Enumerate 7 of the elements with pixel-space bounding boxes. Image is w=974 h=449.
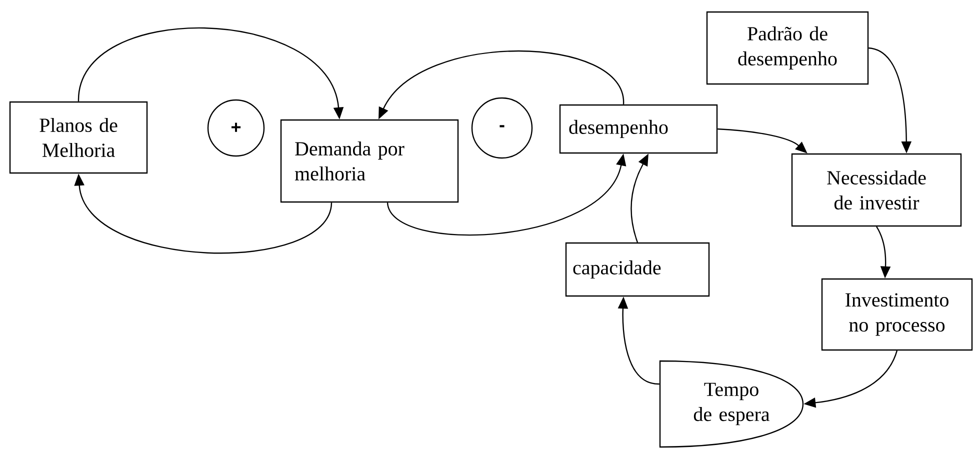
process-box: capacidade <box>565 242 710 297</box>
process-box: Investimento no processo <box>821 278 973 351</box>
process-box: Padrão de desempenho <box>706 11 869 85</box>
process-box: desempenho <box>559 104 718 154</box>
process-box: Planos de Melhoria <box>9 101 148 174</box>
process-box: Demanda por melhoria <box>280 119 459 203</box>
process-box: Necessidade de investir <box>791 153 962 227</box>
